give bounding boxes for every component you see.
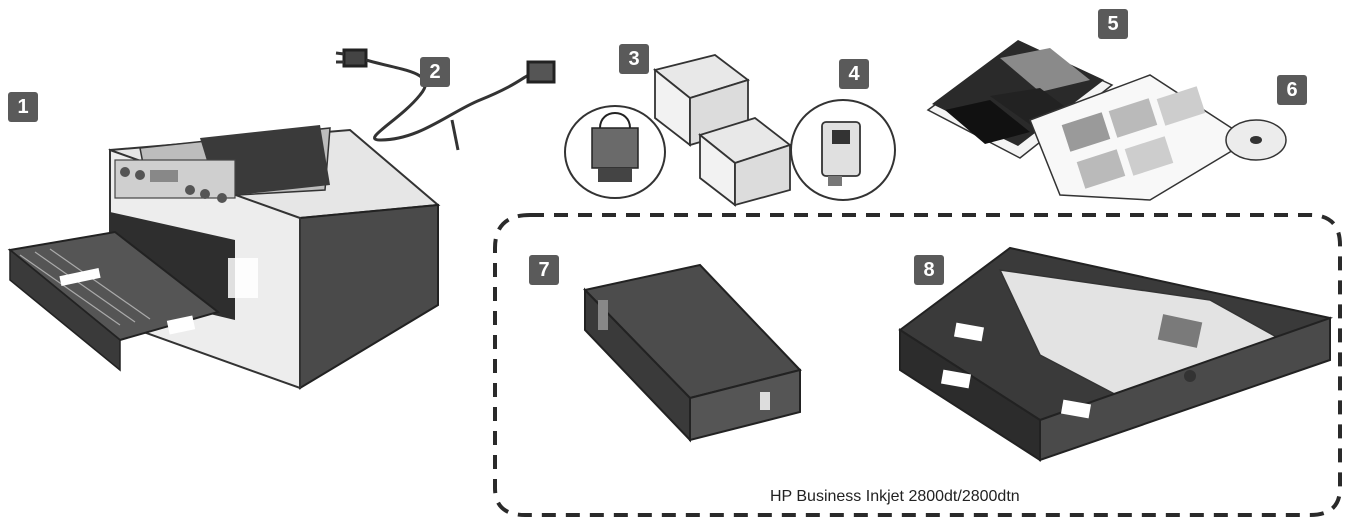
callout-4: 4 (839, 59, 869, 89)
printheads-illustration (565, 55, 790, 205)
printer-illustration (10, 125, 438, 388)
paper-tray-illustration (900, 248, 1330, 460)
duplex-unit-illustration (585, 265, 800, 440)
callout-5: 5 (1098, 9, 1128, 39)
ink-cartridge-illustration (791, 100, 895, 200)
callout-2: 2 (420, 57, 450, 87)
callout-3: 3 (619, 44, 649, 74)
callout-6: 6 (1277, 75, 1307, 105)
callout-1: 1 (8, 92, 38, 122)
callout-8: 8 (914, 255, 944, 285)
optional-accessories-caption: HP Business Inkjet 2800dt/2800dtn (770, 488, 1020, 506)
callout-7: 7 (529, 255, 559, 285)
